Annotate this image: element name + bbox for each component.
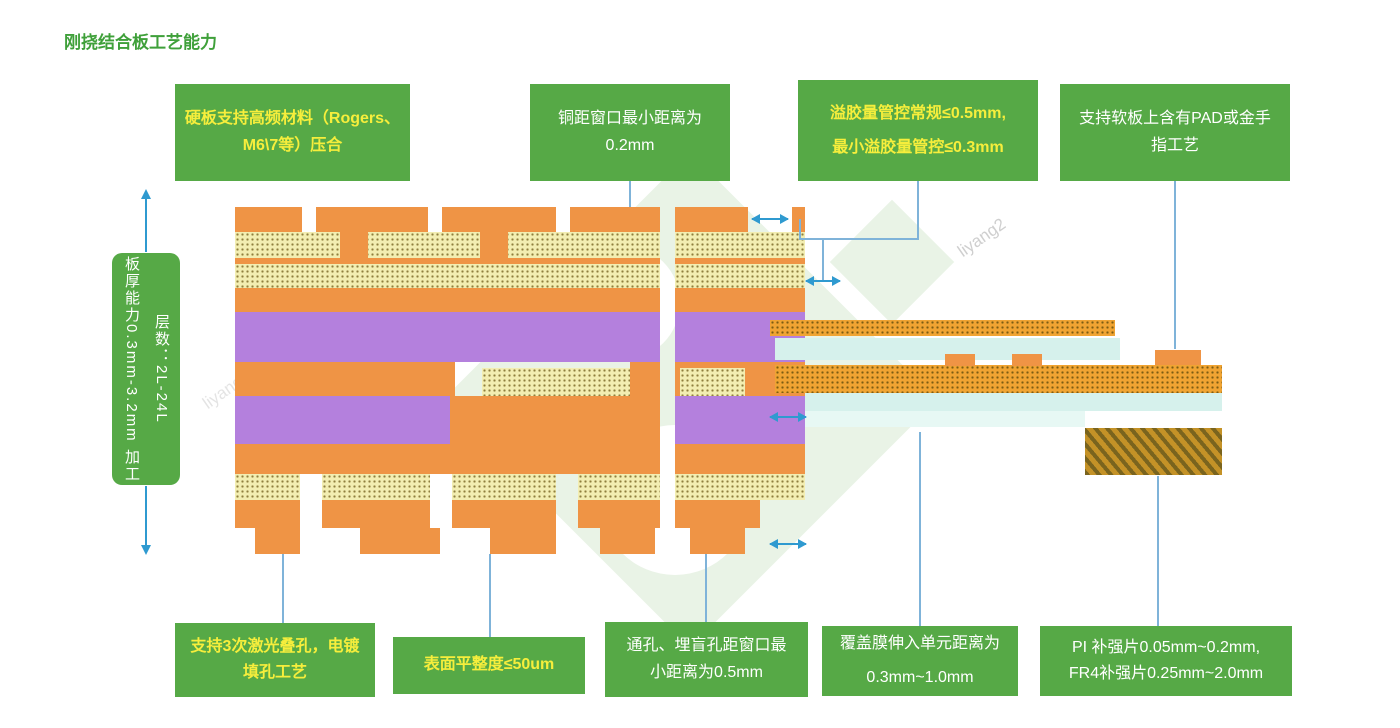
connector-stiffener [1157,476,1159,626]
copper-pad [675,500,760,528]
flex-gold-finger-pad [1155,350,1201,365]
flex-substrate-layer [805,411,1085,427]
label-line: 支持软板上含有PAD或金手 [1079,110,1271,128]
connector-flatness [489,554,491,637]
copper-layer [675,288,805,312]
copper-layer [235,258,660,264]
label-line: 板厚能力0.3mm-3.2mm [123,255,140,443]
label-line: 填孔工艺 [242,664,307,681]
label-line: PI 补强片0.05mm~0.2mm, [1071,638,1261,656]
prepreg-layer [235,264,660,288]
connector-pad [1174,181,1176,349]
label-line: 支持3次激光叠孔，电镀 [190,637,360,655]
prepreg-layer [322,474,430,500]
copper-pad [316,207,428,232]
connector-copper-window [629,181,631,207]
label-line: FR4补强片0.25mm~2.0mm [1068,665,1264,682]
connector-coverlay [919,432,921,626]
copper-via [480,232,508,258]
dimension-arrow-coverlay [769,412,807,422]
label-line: 铜距窗口最小距离为 [557,110,702,128]
label-line: 表面平整度≤50um [423,656,555,674]
copper-pad [490,528,556,554]
label-line: 小距离为0.5mm [650,663,763,681]
copper-layer [675,258,805,264]
copper-pad [675,207,748,232]
vertical-text: 板厚能力0.3mm-3.2mm 加工层数：2L-24L [116,253,176,485]
copper-pad [792,207,805,232]
label-stiffener: PI 补强片0.05mm~0.2mm, FR4补强片0.25mm~2.0mm [1040,626,1292,696]
connector-glue-horizontal [800,238,919,240]
label-line: 加工层数：2L-24L [123,314,170,483]
flex-pad [945,354,975,366]
copper-pad [442,207,556,232]
label-line: 最小溢胶量管控≤0.3mm [832,138,1004,156]
connector-glue-to-side-arrow [822,240,824,280]
prepreg-layer [675,474,805,500]
prepreg-layer [482,368,630,396]
copper-layer [675,444,805,474]
copper-layer [235,362,455,396]
prepreg-layer [680,368,745,396]
core-layer [675,396,805,444]
label-board-thickness: 板厚能力0.3mm-3.2mm 加工层数：2L-24L [112,253,180,485]
label-line: 硬板支持高频材料（Rogers、 [184,110,401,128]
copper-pad [255,528,300,554]
thickness-arrow-up [141,189,151,252]
connector-glue-to-top-arrow [799,219,801,240]
label-line: 指工艺 [1150,136,1199,154]
label-line: M6\7等）压合 [242,136,343,154]
copper-pad [452,500,556,528]
core-layer [235,312,660,362]
copper-layer [235,288,660,312]
flex-pad [1012,354,1042,366]
prepreg-layer [235,232,660,258]
dimension-arrow-glue-side [805,276,841,286]
prepreg-layer [675,232,805,258]
copper-pad [360,528,440,554]
prepreg-layer [452,474,556,500]
label-line: 0.3mm~1.0mm [866,669,974,686]
copper-pad [570,207,660,232]
prepreg-layer [675,264,805,288]
label-copper-window: 铜距窗口最小距离为 0.2mm [530,84,730,181]
label-glue-control: 溢胶量管控常规≤0.5mm, 最小溢胶量管控≤0.3mm [798,80,1038,181]
prepreg-layer [235,474,300,500]
copper-pad [690,528,745,554]
copper-pad [322,500,430,528]
dimension-arrow-hole-window [769,539,807,549]
flex-adhesive-layer [775,365,1222,393]
copper-layer [630,362,660,396]
copper-pad [235,500,300,528]
connector-glue-stem [917,181,919,239]
flex-coverlay-layer [770,320,1115,336]
copper-pad [235,207,302,232]
label-flatness: 表面平整度≤50um [393,637,585,694]
copper-fill [450,396,660,444]
connector-hole [705,554,707,622]
label-flex-pad: 支持软板上含有PAD或金手 指工艺 [1060,84,1290,181]
flex-substrate-layer [805,393,1222,411]
connector-laser [282,554,284,623]
thickness-arrow-down [141,486,151,555]
label-laser-via: 支持3次激光叠孔，电镀 填孔工艺 [175,623,375,697]
dimension-arrow-glue-top [751,214,789,224]
core-layer [235,396,450,444]
label-line: 0.2mm [605,136,655,154]
copper-pad [600,528,655,554]
stiffener-hatch [1085,428,1222,475]
copper-via [340,232,368,258]
label-line: 溢胶量管控常规≤0.5mm, [830,104,1006,122]
label-highfreq-material: 硬板支持高频材料（Rogers、 M6\7等）压合 [175,84,410,181]
copper-layer [235,444,660,474]
prepreg-layer [578,474,660,500]
copper-pad [578,500,660,528]
label-line: 覆盖膜伸入单元距离为 [839,635,1000,653]
page-title: 刚挠结合板工艺能力 [64,33,217,52]
label-coverlay: 覆盖膜伸入单元距离为 0.3mm~1.0mm [822,626,1018,696]
label-hole-window: 通孔、埋盲孔距窗口最 小距离为0.5mm [605,622,808,697]
label-line: 通孔、埋盲孔距窗口最 [626,637,787,655]
